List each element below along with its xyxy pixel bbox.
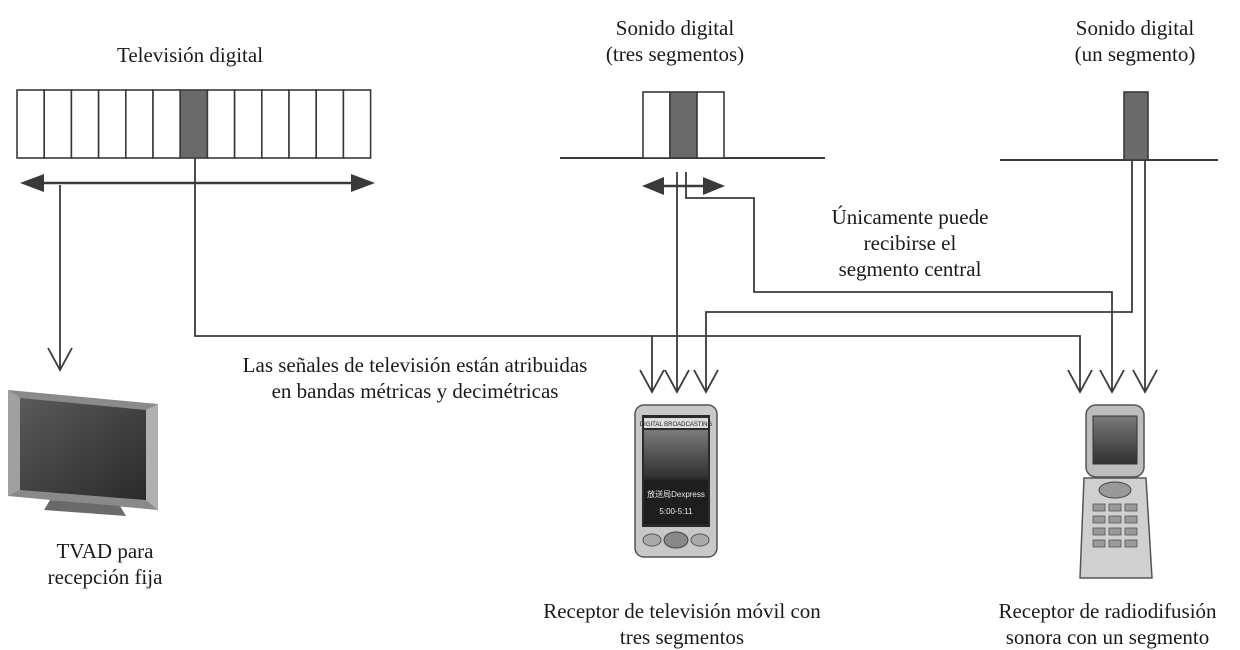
sound-three-segment-band bbox=[642, 91, 725, 159]
mobile-screen-header: DIGITAL BROADCASTING bbox=[640, 422, 713, 428]
tv-bandwidth-arrow bbox=[20, 174, 375, 192]
tv-segment-7 bbox=[179, 89, 209, 159]
sound-one-segment-band bbox=[1123, 91, 1149, 161]
central-note-line1: Únicamente puede bbox=[831, 205, 989, 229]
sound-one-segment-1 bbox=[1123, 91, 1149, 161]
radio-receiver-line2: sonora con un segmento bbox=[1005, 625, 1210, 649]
sound-three-title-line1: Sonido digital bbox=[615, 16, 735, 40]
sound-three-bandwidth-arrow bbox=[642, 177, 725, 195]
mobile-tv-receiver-icon bbox=[634, 404, 718, 558]
tv-bands-note: Las señales de televisión están atribuid… bbox=[195, 352, 635, 404]
mobile-screen-line2: 5:00-5:11 bbox=[659, 507, 693, 516]
tv-bands-line2: en bandas métricas y decimétricas bbox=[271, 379, 559, 403]
path-tv-to-radio bbox=[652, 335, 1081, 392]
flat-tv-icon bbox=[8, 390, 158, 516]
tv-digital-title: Televisión digital bbox=[116, 43, 264, 67]
fixed-receiver-line2: recepción fija bbox=[47, 565, 163, 589]
sound-one-title-line2: (un segmento) bbox=[1074, 42, 1196, 66]
tv-bands-line1: Las señales de televisión están atribuid… bbox=[242, 353, 588, 377]
radio-receiver-label: Receptor de radiodifusión sonora con un … bbox=[975, 598, 1240, 650]
mobile-receiver-line1: Receptor de televisión móvil con bbox=[543, 599, 821, 623]
signal-paths bbox=[59, 158, 1146, 392]
path-three-center-to-radio bbox=[685, 172, 1113, 392]
fixed-receiver-label: TVAD para recepción fija bbox=[20, 538, 190, 590]
tv-segment-13 bbox=[342, 89, 372, 159]
path-tv-center-to-mobile bbox=[194, 158, 653, 392]
mobile-receiver-label: Receptor de televisión móvil con tres se… bbox=[512, 598, 852, 650]
mobile-receiver-line2: tres segmentos bbox=[619, 625, 745, 649]
tv-segment-10 bbox=[260, 89, 290, 159]
tv-segment-8 bbox=[206, 89, 236, 159]
sound-one-title-line1: Sonido digital bbox=[1075, 16, 1195, 40]
tv-segment-5 bbox=[125, 89, 154, 159]
fixed-receiver-line1: TVAD para bbox=[56, 539, 154, 563]
central-note-line2: recibirse el bbox=[863, 231, 957, 255]
tv-segment-3 bbox=[70, 89, 100, 159]
tv-segment-band bbox=[16, 89, 372, 159]
sound-one-title: Sonido digital (un segmento) bbox=[1040, 15, 1230, 67]
arrowheads bbox=[47, 347, 1158, 394]
sound-three-segment-3 bbox=[696, 91, 725, 159]
mobile-screen-line1: 放送局Dexpress bbox=[647, 489, 705, 499]
sound-three-segment-1 bbox=[642, 91, 671, 159]
tv-segment-1 bbox=[16, 89, 46, 159]
radio-receiver-line1: Receptor de radiodifusión bbox=[998, 599, 1217, 623]
sound-three-segment-2 bbox=[669, 91, 698, 159]
sound-three-title: Sonido digital (tres segmentos) bbox=[580, 15, 770, 67]
central-note-line3: segmento central bbox=[838, 257, 982, 281]
tv-segment-4 bbox=[97, 89, 127, 159]
flip-phone-receiver-icon bbox=[1079, 404, 1153, 579]
path-one-to-mobile bbox=[705, 160, 1133, 392]
tv-segment-11 bbox=[288, 89, 318, 159]
tv-segment-9 bbox=[233, 89, 263, 159]
tv-segment-2 bbox=[43, 89, 73, 159]
tv-segment-12 bbox=[315, 89, 345, 159]
tv-segment-6 bbox=[152, 89, 182, 159]
sound-three-title-line2: (tres segmentos) bbox=[605, 42, 745, 66]
central-segment-note: Únicamente puede recibirse el segmento c… bbox=[800, 204, 1020, 282]
